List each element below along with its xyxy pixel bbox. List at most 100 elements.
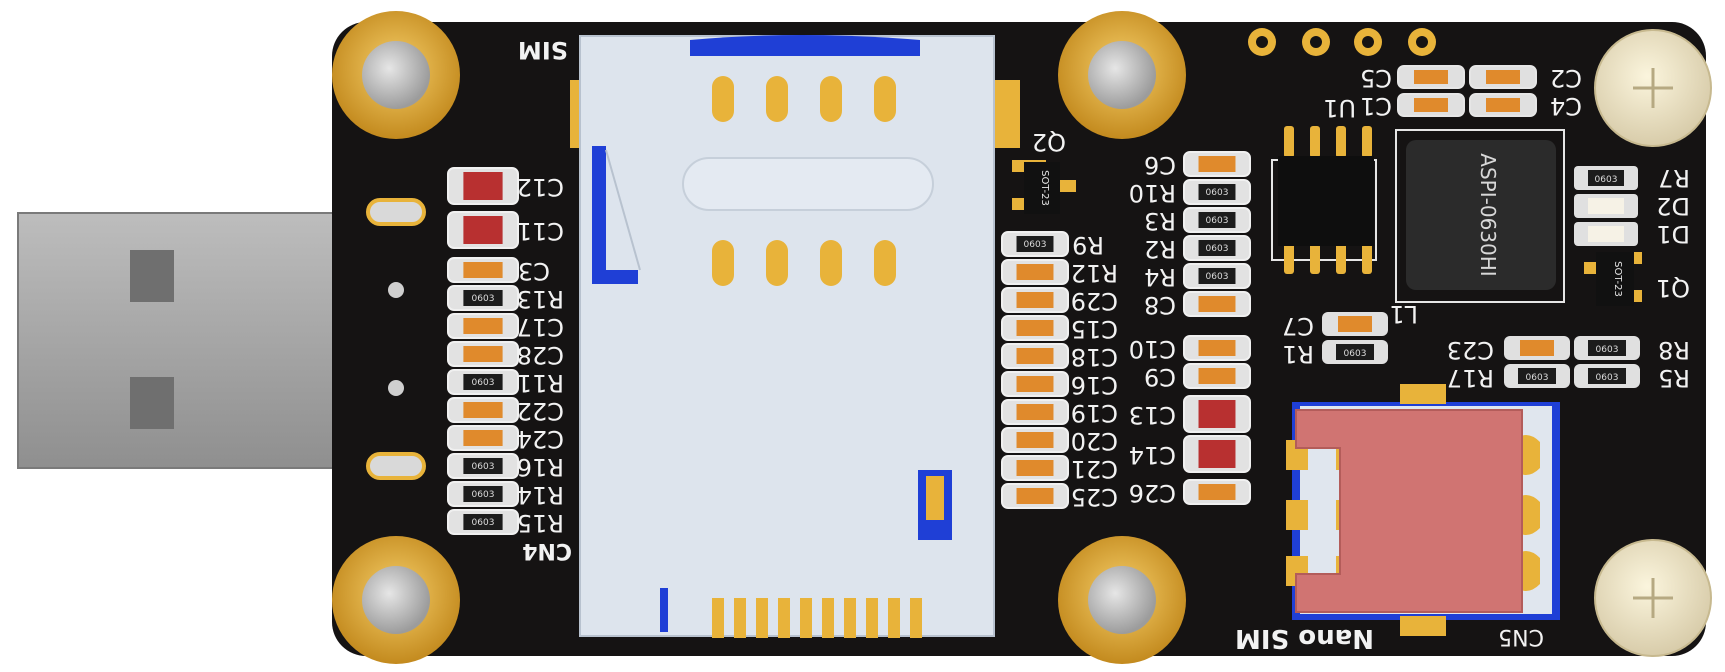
sim-contact-bottom-3 bbox=[820, 240, 842, 286]
part-c13 bbox=[1183, 395, 1251, 433]
label-c28: C28 bbox=[517, 341, 564, 369]
screw-top-right bbox=[1594, 29, 1712, 147]
r8-package-label: 0603 bbox=[1596, 345, 1619, 355]
sim-pin-7 bbox=[844, 598, 856, 638]
label-c12: C12 bbox=[517, 173, 564, 201]
label-c10: C10 bbox=[1129, 335, 1176, 363]
part-r3-package: 0603 bbox=[1206, 216, 1229, 226]
r5-package-label: 0603 bbox=[1596, 373, 1619, 383]
label-d2: D2 bbox=[1656, 192, 1690, 220]
label-r5: R5 bbox=[1658, 364, 1690, 392]
part-c16 bbox=[1001, 371, 1069, 397]
part-r14: 0603 bbox=[447, 481, 519, 507]
sim-contact-bottom-1 bbox=[712, 240, 734, 286]
label-c15: C15 bbox=[1071, 315, 1118, 343]
part-c20 bbox=[1001, 427, 1069, 453]
label-c26: C26 bbox=[1129, 479, 1176, 507]
sim-contacts-top bbox=[712, 76, 896, 122]
sim-pin-1 bbox=[712, 598, 724, 638]
part-r3: 0603 bbox=[1183, 207, 1251, 233]
sim-holder-pins bbox=[712, 598, 922, 638]
sim-pin-5 bbox=[800, 598, 812, 638]
label-c7: C7 bbox=[1282, 312, 1314, 340]
label-c3: C3 bbox=[518, 257, 550, 285]
part-c6 bbox=[1183, 151, 1251, 177]
label-c24: C24 bbox=[517, 425, 564, 453]
part-r11-package: 0603 bbox=[472, 378, 495, 388]
label-r2: R2 bbox=[1144, 235, 1176, 263]
label-c16: C16 bbox=[1071, 371, 1118, 399]
sim-pin-2 bbox=[734, 598, 746, 638]
q2-transistor: SOT-23 Q2 bbox=[1012, 128, 1076, 214]
micro-sim-holder bbox=[570, 35, 1020, 638]
part-r16: 0603 bbox=[447, 453, 519, 479]
label-r10: R10 bbox=[1129, 179, 1176, 207]
label-c8: C8 bbox=[1144, 291, 1176, 319]
c7-r1: 0603 C7 R1 bbox=[1282, 312, 1388, 368]
part-r16-package: 0603 bbox=[472, 462, 495, 472]
part-r9: 0603 bbox=[1001, 231, 1069, 257]
label-r14: R14 bbox=[517, 481, 564, 509]
label-sim: SIM bbox=[518, 36, 568, 64]
c23-r17-r8-r5: 0603 0603 0603 C23 R17 R8 R5 bbox=[1447, 336, 1690, 392]
part-r12 bbox=[1001, 259, 1069, 285]
part-r11: 0603 bbox=[447, 369, 519, 395]
right-component-column: C60603R100603R30603R20603R4C8C10C9C13C14… bbox=[1129, 151, 1251, 507]
part-c22 bbox=[447, 397, 519, 423]
part-r10: 0603 bbox=[1183, 179, 1251, 205]
part-r2: 0603 bbox=[1183, 235, 1251, 261]
nano-left-pad-2 bbox=[1286, 500, 1308, 530]
label-c19: C19 bbox=[1071, 399, 1118, 427]
mounting-hole-bottom-left bbox=[332, 536, 460, 664]
part-c15 bbox=[1001, 315, 1069, 341]
label-d1: D1 bbox=[1656, 220, 1690, 248]
part-c24 bbox=[447, 425, 519, 451]
part-r2-package: 0603 bbox=[1206, 244, 1229, 254]
q1-package-label: SOT-23 bbox=[1612, 261, 1623, 297]
label-r17: R17 bbox=[1447, 364, 1494, 392]
label-c23: C23 bbox=[1447, 336, 1494, 364]
part-c17 bbox=[447, 313, 519, 339]
label-cn4: CN4 bbox=[522, 538, 572, 563]
label-c18: C18 bbox=[1071, 343, 1118, 371]
inductor-part-number: ASPI-0630HI bbox=[1476, 153, 1500, 276]
label-cn5: CN5 bbox=[1498, 624, 1544, 649]
part-r14-package: 0603 bbox=[472, 490, 495, 500]
label-q1: Q1 bbox=[1656, 274, 1690, 302]
label-c25: C25 bbox=[1071, 483, 1118, 511]
label-c14: C14 bbox=[1129, 441, 1176, 469]
r1-package-label: 0603 bbox=[1344, 349, 1367, 359]
r17-package-label: 0603 bbox=[1526, 373, 1549, 383]
label-c21: C21 bbox=[1071, 455, 1118, 483]
label-c20: C20 bbox=[1071, 427, 1118, 455]
label-l1: L1 bbox=[1389, 300, 1418, 328]
sim-contact-top-2 bbox=[766, 76, 788, 122]
label-r1: R1 bbox=[1282, 340, 1314, 368]
label-c11: C11 bbox=[517, 217, 564, 245]
part-c29 bbox=[1001, 287, 1069, 313]
mounting-hole-bottom-mid bbox=[1058, 536, 1186, 664]
part-c28 bbox=[447, 341, 519, 367]
part-r4: 0603 bbox=[1183, 263, 1251, 289]
part-r10-package: 0603 bbox=[1206, 188, 1229, 198]
label-c13: C13 bbox=[1129, 401, 1176, 429]
r7-d2-d1: 0603 R7 D2 D1 bbox=[1574, 164, 1690, 248]
sim-contact-bottom-2 bbox=[766, 240, 788, 286]
sim-pin-4 bbox=[778, 598, 790, 638]
part-r15: 0603 bbox=[447, 509, 519, 535]
label-c9: C9 bbox=[1144, 363, 1176, 391]
part-c3 bbox=[447, 257, 519, 283]
usb-window-top bbox=[130, 250, 174, 302]
label-r11: R11 bbox=[517, 369, 564, 397]
label-r13: R13 bbox=[517, 285, 564, 313]
sim-contacts-bottom bbox=[712, 240, 896, 286]
screw-bottom-right bbox=[1594, 539, 1712, 657]
label-q2: Q2 bbox=[1032, 128, 1066, 156]
l1-inductor: ASPI-0630HI L1 bbox=[1389, 129, 1565, 328]
label-c1: C1 bbox=[1360, 92, 1392, 120]
label-c6: C6 bbox=[1144, 151, 1176, 179]
label-r8: R8 bbox=[1658, 336, 1690, 364]
